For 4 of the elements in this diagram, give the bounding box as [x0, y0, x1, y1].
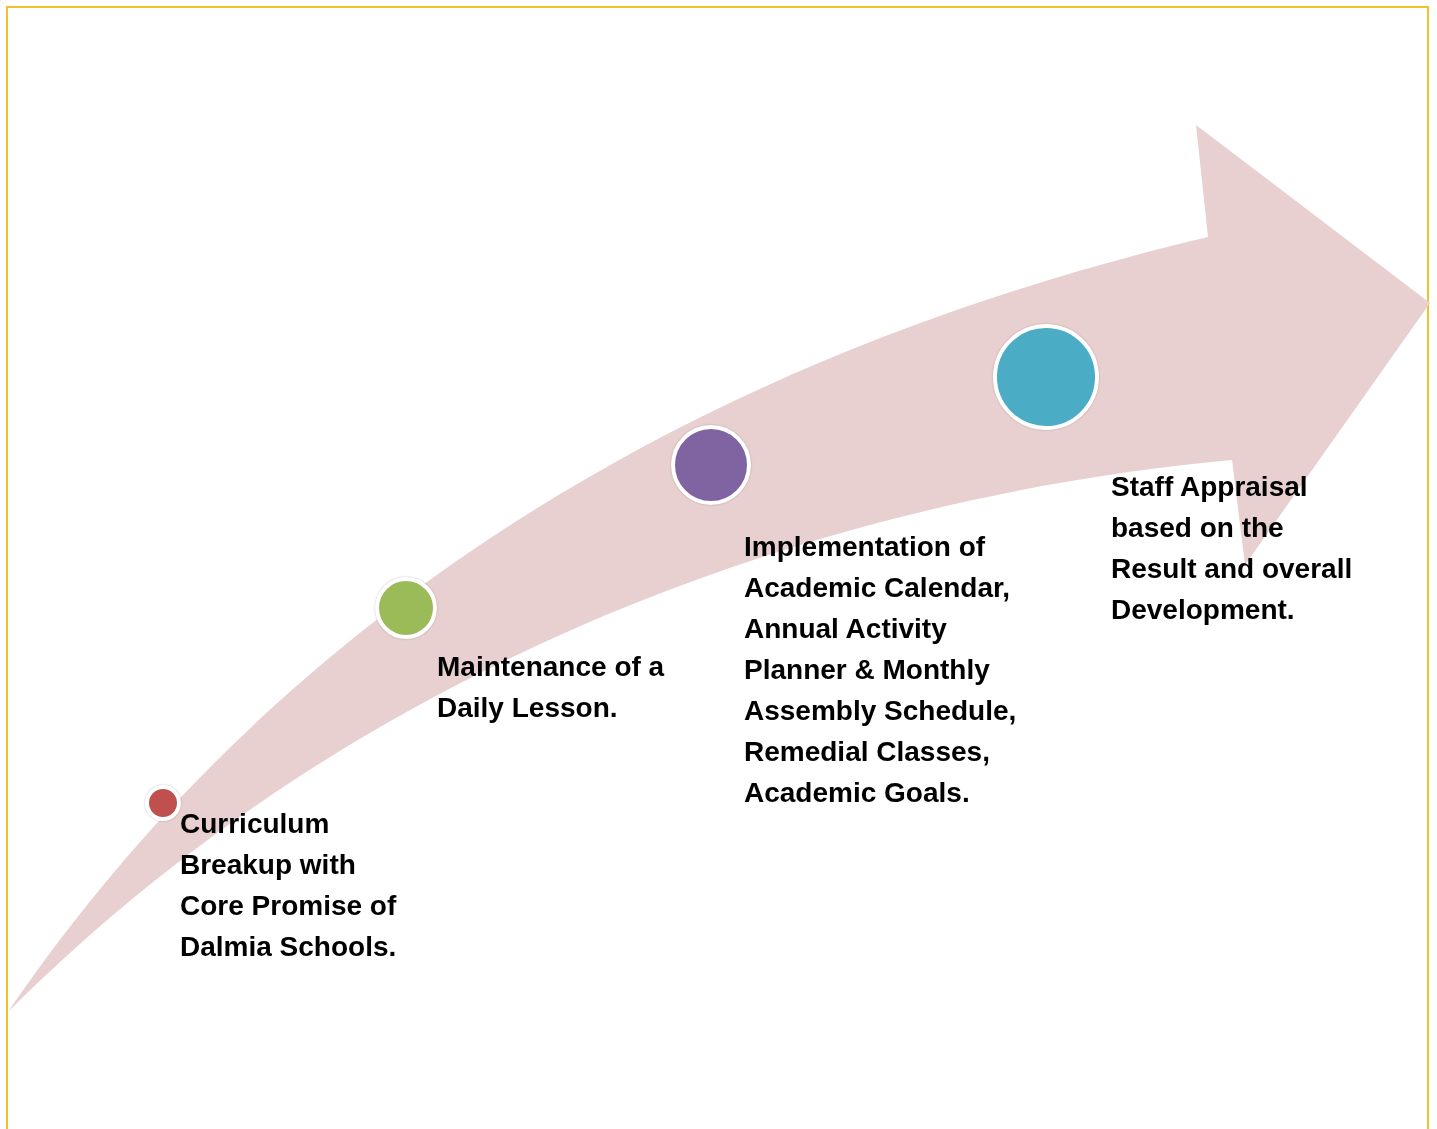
step-label: Maintenance of a Daily Lesson.	[437, 650, 666, 725]
step-label: Implementation of Academic Calendar, Annual Activity Planner & Monthly Assembly Schedule, Remedial Classes, Academic Goals.	[744, 530, 1018, 810]
step-label: Curriculum Breakup with Core Promise of Dalmia Schools.	[180, 807, 398, 964]
step-label: Staff Appraisal based on the Result and overall Development.	[1111, 470, 1354, 627]
